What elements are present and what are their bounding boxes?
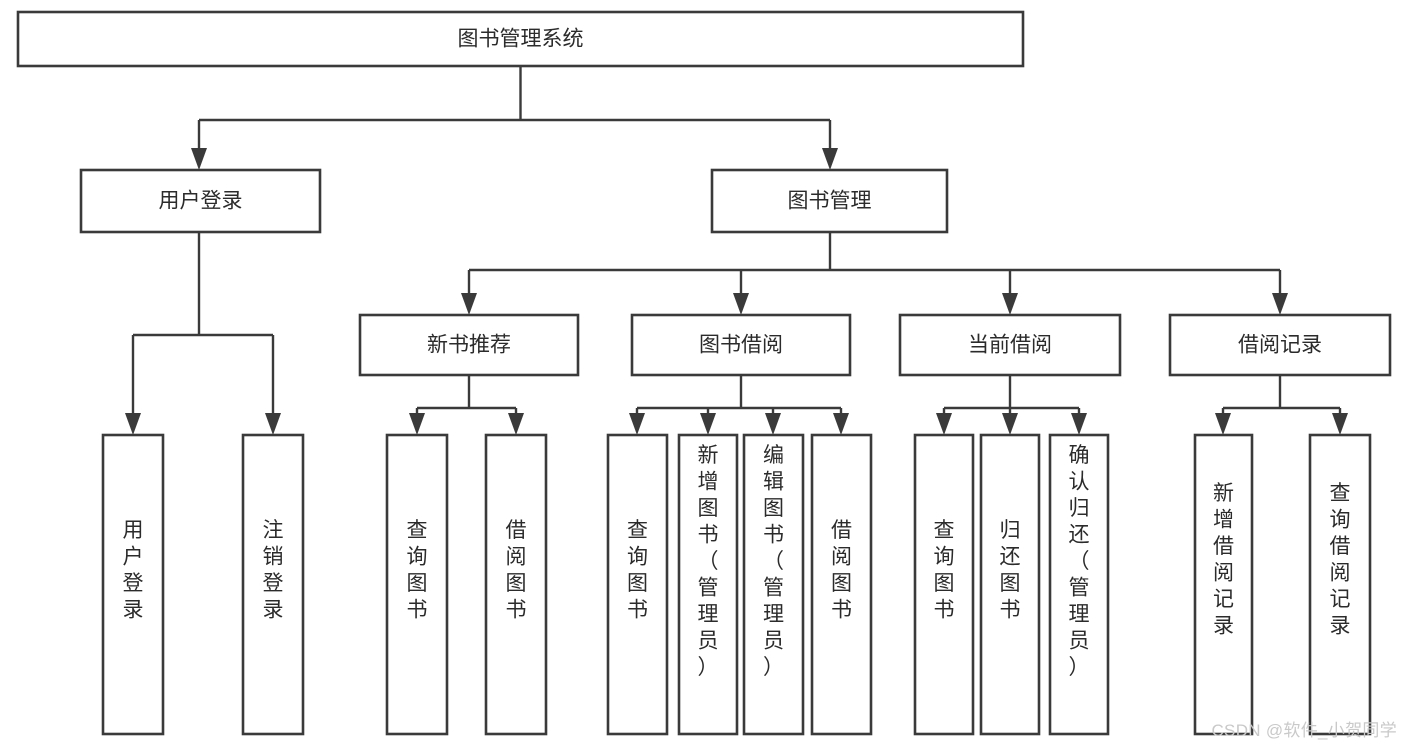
node-borrow-records[interactable]: 借阅记录 [1168,313,1392,377]
arrowhead-current-leaf3 [1071,413,1087,435]
leaf-edit-book-admin-label: 编辑图书（管理员） [763,444,784,679]
leaf-add-borrow-record-box [1193,433,1254,736]
arrowhead-bookmgmt-borrow [733,293,749,315]
node-borrow-records-label: 借阅记录 [1238,334,1322,357]
arrowhead-borrow-leaf2 [700,413,716,435]
leaf-nodes-layer: 用户登录 注销登录 查询图书 借阅图书 查询图书 新增图书（管理员） [101,433,1372,736]
leaf-query-books-borrow[interactable]: 查询图书 [606,433,669,736]
arrowhead-newbook-leaf2 [508,413,524,435]
leaf-borrow-books-recommend-label: 借阅图书 [506,519,527,622]
leaf-query-books-current-label: 查询图书 [934,519,955,622]
arrowhead-bookmgmt-records [1272,293,1288,315]
leaf-query-borrow-record[interactable]: 查询借阅记录 [1308,433,1372,736]
arrowhead-root-to-login [191,148,207,170]
arrowhead-bookmgmt-current [1002,293,1018,315]
leaf-borrow-books-label: 借阅图书 [831,519,852,622]
leaf-add-borrow-record[interactable]: 新增借阅记录 [1193,433,1254,736]
node-book-borrow[interactable]: 图书借阅 [630,313,852,377]
node-current-borrow-box [898,313,1122,377]
node-new-book-recommend-label: 新书推荐 [427,334,511,357]
node-current-borrow-label: 当前借阅 [968,334,1052,357]
leaf-user-login-label: 用户登录 [123,519,144,622]
node-borrow-records-box [1168,313,1392,377]
node-book-borrow-box [630,313,852,377]
arrowhead-borrow-leaf4 [833,413,849,435]
leaf-query-books-recommend[interactable]: 查询图书 [385,433,449,736]
leaf-borrow-books-recommend[interactable]: 借阅图书 [484,433,548,736]
node-root[interactable]: 图书管理系统 [16,10,1025,68]
leaf-add-book-admin-box [677,433,739,736]
leaf-borrow-books-recommend-box [484,433,548,736]
leaf-logout[interactable]: 注销登录 [241,433,305,736]
leaf-logout-label: 注销登录 [263,519,284,622]
leaf-confirm-return-admin-label: 确认归还（管理员） [1069,444,1090,679]
arrowhead-newbook-leaf1 [409,413,425,435]
arrowhead-login-leaf2 [265,413,281,435]
arrowhead-borrow-leaf3 [765,413,781,435]
node-user-login[interactable]: 用户登录 [79,168,322,234]
arrowhead-records-leaf2 [1332,413,1348,435]
arrowhead-records-leaf1 [1215,413,1231,435]
leaf-query-books-current-box [913,433,975,736]
leaf-query-books-recommend-box [385,433,449,736]
leaf-confirm-return-admin-box [1048,433,1110,736]
csdn-watermark: CSDN @软件_小贺同学 [1211,721,1397,740]
node-book-management-label: 图书管理 [788,190,872,213]
leaf-add-book-admin[interactable]: 新增图书（管理员） [677,433,739,736]
arrowhead-current-leaf2 [1002,413,1018,435]
leaf-edit-book-admin[interactable]: 编辑图书（管理员） [742,433,805,736]
node-book-management[interactable]: 图书管理 [710,168,949,234]
leaf-return-books-label: 归还图书 [1000,519,1021,622]
leaf-edit-book-admin-box [742,433,805,736]
leaf-query-borrow-record-label: 查询借阅记录 [1330,482,1351,638]
leaf-query-books-current[interactable]: 查询图书 [913,433,975,736]
leaf-logout-box [241,433,305,736]
node-current-borrow[interactable]: 当前借阅 [898,313,1122,377]
connector-layer [125,66,1348,435]
node-new-book-recommend[interactable]: 新书推荐 [358,313,580,377]
leaf-return-books[interactable]: 归还图书 [979,433,1041,736]
node-user-login-label: 用户登录 [159,190,243,213]
leaf-borrow-books-box [810,433,873,736]
arrowhead-current-leaf1 [936,413,952,435]
node-book-management-box [710,168,949,234]
node-root-label: 图书管理系统 [458,28,584,51]
arrowhead-bookmgmt-newbook [461,293,477,315]
leaf-query-books-recommend-label: 查询图书 [407,519,428,622]
node-book-borrow-label: 图书借阅 [699,334,783,357]
node-user-login-box [79,168,322,234]
leaf-confirm-return-admin[interactable]: 确认归还（管理员） [1048,433,1110,736]
leaf-query-books-borrow-label: 查询图书 [627,519,648,622]
leaf-query-borrow-record-box [1308,433,1372,736]
arrowhead-borrow-leaf1 [629,413,645,435]
leaf-add-borrow-record-label: 新增借阅记录 [1213,482,1234,638]
leaf-user-login-box [101,433,165,736]
leaf-add-book-admin-label: 新增图书（管理员） [698,444,719,679]
leaf-return-books-box [979,433,1041,736]
node-root-box [16,10,1025,68]
node-new-book-recommend-box [358,313,580,377]
leaf-query-books-borrow-box [606,433,669,736]
leaf-user-login[interactable]: 用户登录 [101,433,165,736]
leaf-borrow-books[interactable]: 借阅图书 [810,433,873,736]
arrowhead-login-leaf1 [125,413,141,435]
arrowhead-root-to-bookmgmt [822,148,838,170]
